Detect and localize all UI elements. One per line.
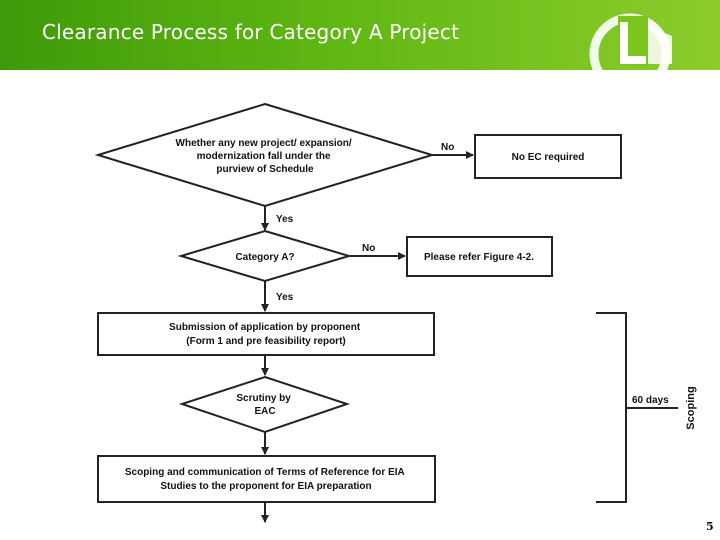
label-no-1: No [441,142,454,153]
refer-figure-text: Please refer Figure 4-2. [424,252,534,263]
submission-box [97,312,435,356]
scrutiny-text: Scrutiny by EAC [236,393,293,417]
scoping-box [97,455,436,503]
label-yes-2: Yes [276,292,294,303]
submission-text: Submission of application by proponent (… [169,322,363,347]
label-yes-1: Yes [276,214,294,225]
scoping-box-text: Scoping and communication of Terms of Re… [125,467,407,492]
decision-category-a-text: Category A? [235,252,294,263]
logo-icon [589,13,672,80]
slide-title: Clearance Process for Category A Project [42,20,460,44]
scrutiny-shape [178,375,351,434]
no-ec-required-box [474,134,622,179]
no-ec-required-text: No EC required [512,152,585,163]
decision-schedule-text: Whether any new project/ expansion/ mode… [176,138,355,175]
duration-label: 60 days [632,395,669,406]
page-number: 5 [706,520,714,533]
label-no-2: No [362,243,375,254]
scoping-bracket [596,312,627,503]
refer-figure-box [406,236,553,277]
flowchart: Whether any new project/ expansion/ mode… [94,102,697,523]
phase-label: Scoping [685,386,697,429]
